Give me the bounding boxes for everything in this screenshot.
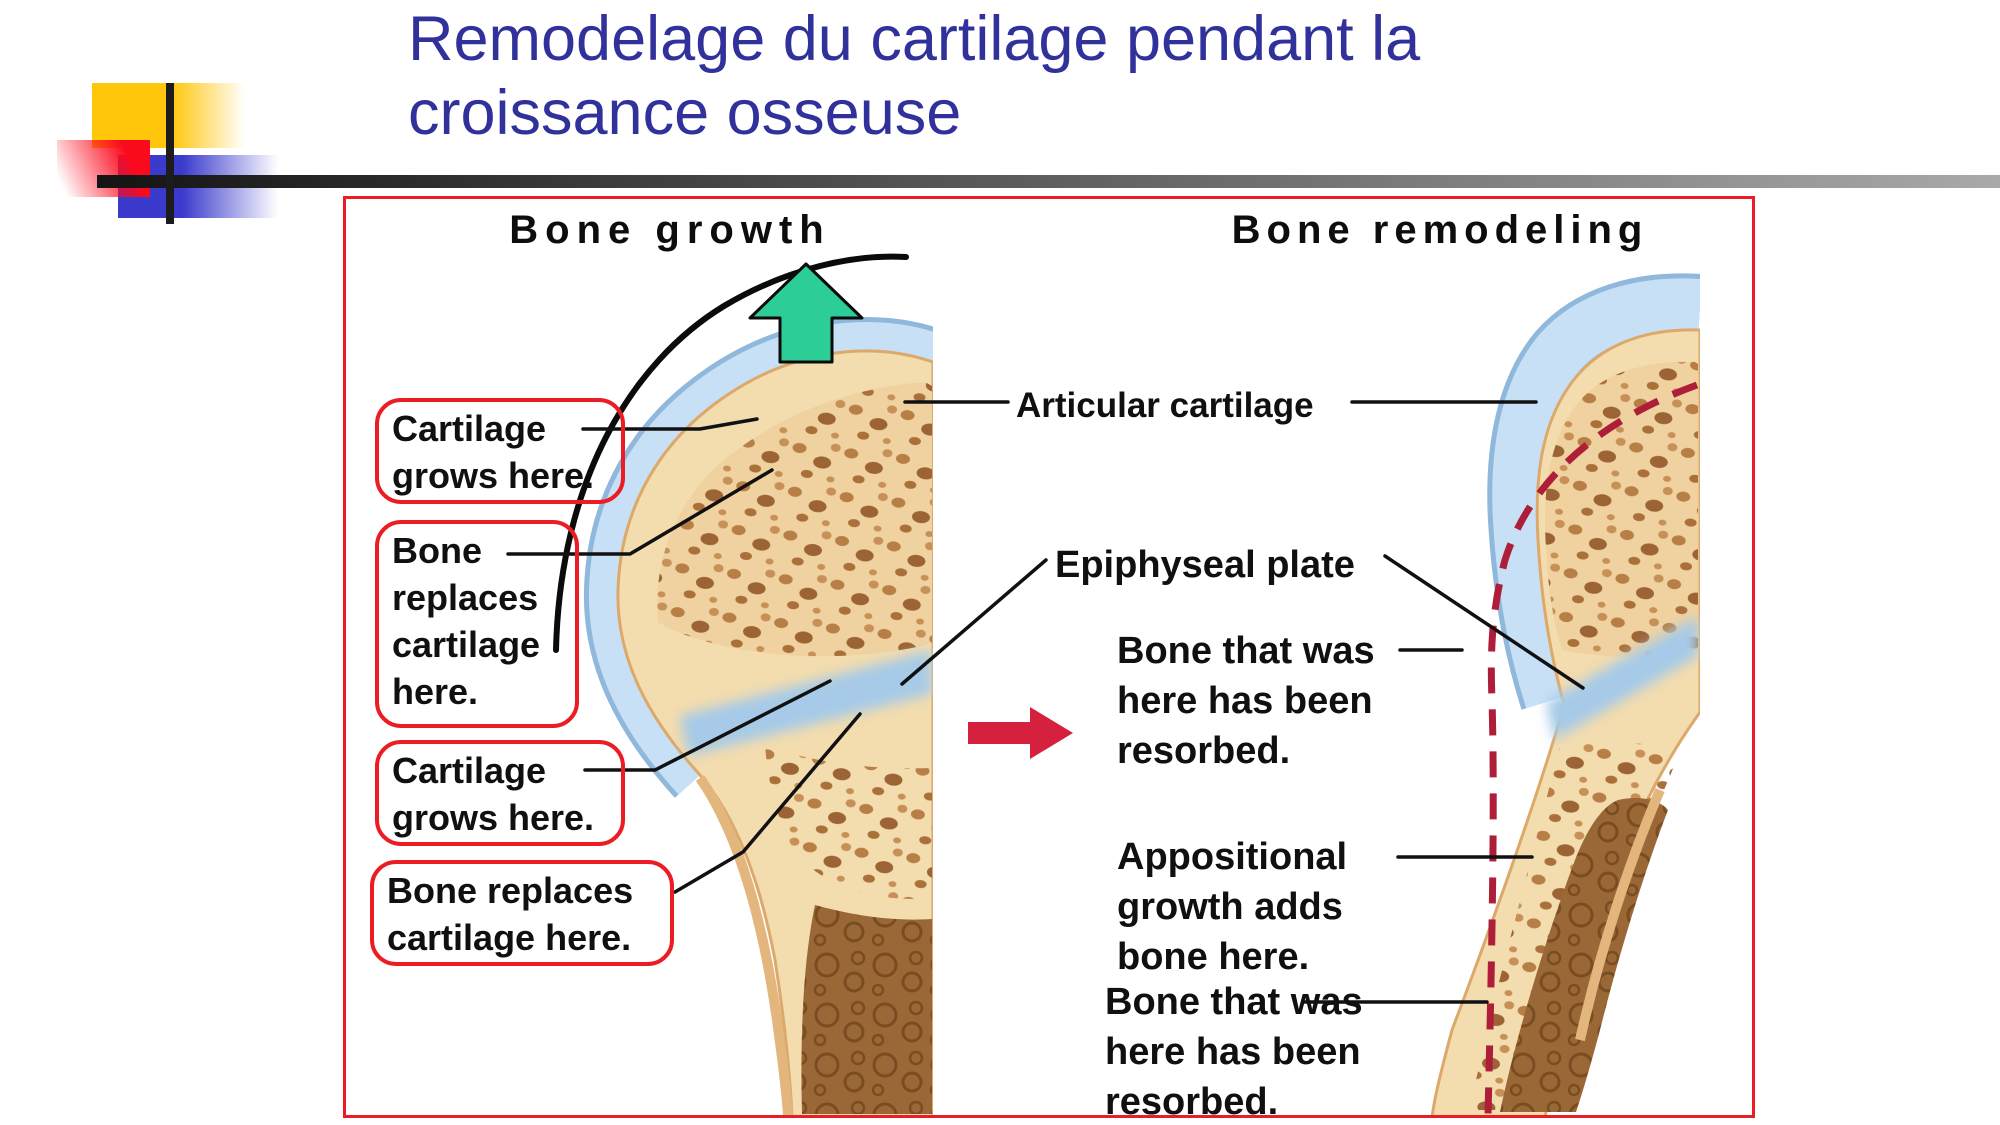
old-bone-outline-dashed-line (1484, 381, 1699, 1115)
leader-bone-replaces-bottom (673, 712, 862, 894)
heading-bone-growth: Bone growth (509, 208, 831, 252)
right-epiphyseal-plate-band (1546, 616, 1698, 740)
label-articular-cartilage: Articular cartilage (1016, 386, 1314, 425)
growth-arc-line (553, 253, 909, 653)
page-title-line1: Remodelage du cartilage pendant la (408, 4, 1421, 74)
label-appositional-growth: Appositional growth adds bone here. (1117, 836, 1348, 978)
label-epiphyseal-plate: Epiphyseal plate (1055, 544, 1355, 586)
remodeling-right-arrow-icon (968, 707, 1073, 759)
label-cartilage-grows-top: Cartilage grows here. (375, 398, 625, 504)
leader-epiphyseal-left (900, 558, 1048, 686)
heading-bone-remodeling: Bone remodeling (1231, 208, 1649, 252)
decor-horizontal-rule (97, 175, 2000, 188)
label-bone-resorbed-top: Bone that was here has been resorbed. (1117, 630, 1375, 772)
leader-cartilage-grows-bottom (583, 679, 832, 772)
growth-up-arrow-icon (748, 262, 864, 364)
right-bone-illustration (1430, 273, 1700, 1115)
label-bone-replaces-bottom: Bone replaces cartilage here. (370, 860, 674, 966)
right-spongy-upper (1545, 361, 1698, 657)
left-bone-illustration (583, 316, 933, 1115)
right-cortical-wall (1575, 788, 1665, 1042)
leader-bone-replaces-top (506, 468, 774, 556)
page-title: Remodelage du cartilage pendant la crois… (408, 2, 1808, 150)
label-cartilage-grows-bottom: Cartilage grows here. (375, 740, 625, 846)
leader-lines (506, 400, 1585, 1004)
label-bone-resorbed-bottom: Bone that was here has been resorbed. (1105, 981, 1363, 1123)
left-spongy-upper (657, 382, 932, 657)
left-epiphyseal-plate-band (680, 650, 932, 756)
page-title-line2: croissance osseuse (408, 78, 962, 148)
label-bone-replaces-top: Bone replaces cartilage here. (375, 520, 579, 728)
decor-vertical-line (166, 83, 174, 224)
left-cortical-wall (695, 775, 793, 1115)
left-spongy-lower (765, 745, 932, 899)
left-medullary-cavity (801, 905, 932, 1114)
leader-epiphyseal-right (1383, 554, 1585, 690)
right-articular-cartilage (1492, 278, 1700, 709)
